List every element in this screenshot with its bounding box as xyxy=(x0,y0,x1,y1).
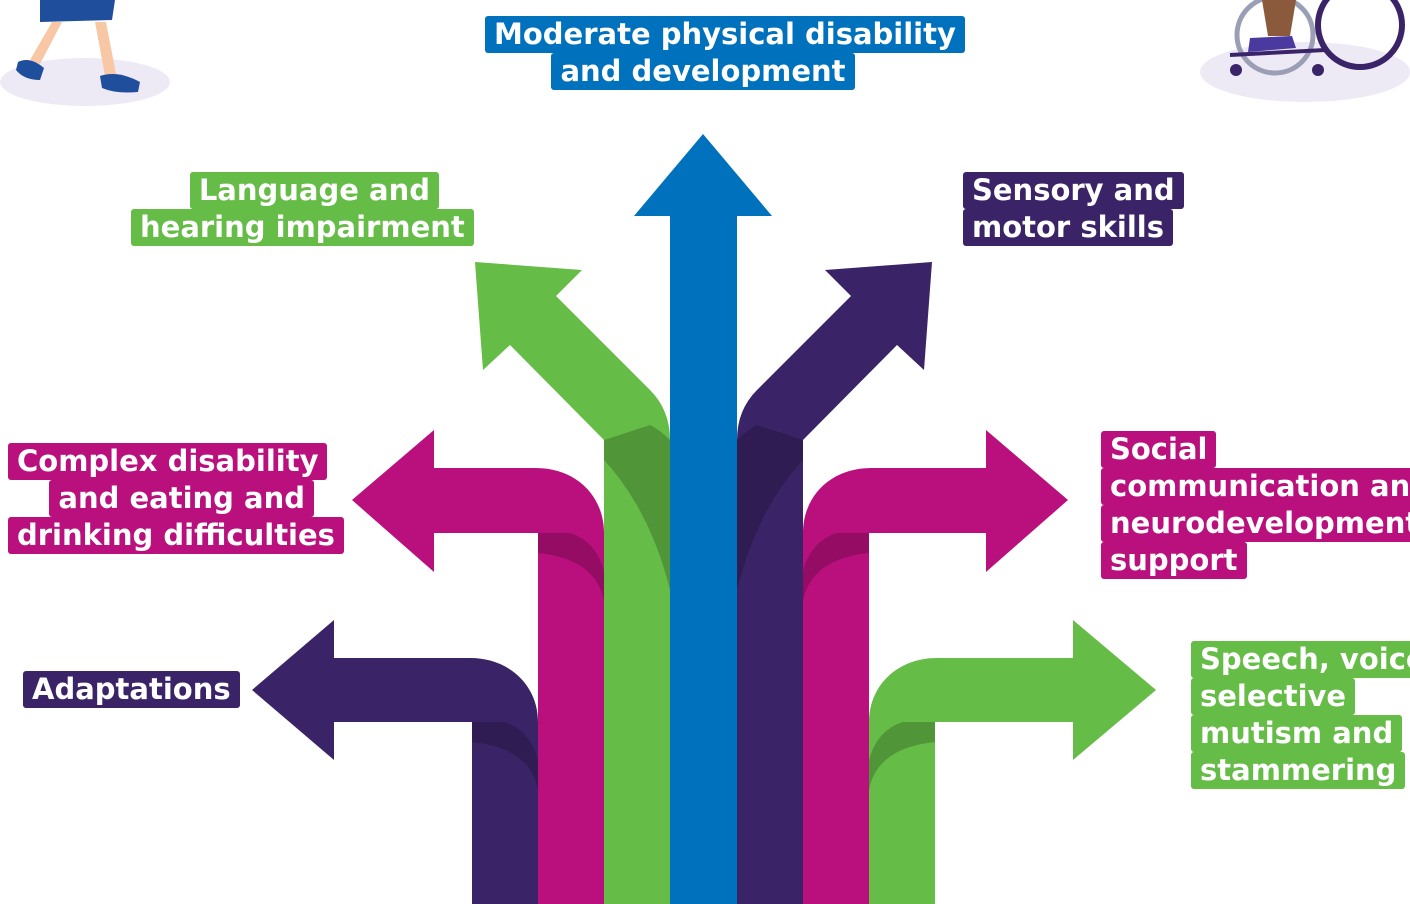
rear-caster xyxy=(1312,64,1324,76)
front-caster xyxy=(1230,64,1242,76)
arrow-shaft xyxy=(634,134,772,904)
left-shoe xyxy=(16,60,44,80)
arrow-fold-shadow xyxy=(538,533,604,601)
label-line: and development xyxy=(551,53,855,90)
footrest xyxy=(1229,48,1326,57)
label-line: neurodevelopment xyxy=(1101,505,1410,542)
label-line: Sensory and xyxy=(963,172,1184,209)
walking-child-illustration xyxy=(0,0,170,106)
large-wheel xyxy=(1315,0,1405,70)
shadow-ellipse xyxy=(1200,42,1410,102)
arrow-fold-shadow xyxy=(604,425,670,590)
label-line: and eating and xyxy=(49,480,314,517)
arrow-social-communication xyxy=(803,430,1068,904)
label-line: Language and xyxy=(189,172,439,209)
arrow-shaft xyxy=(252,620,538,904)
label-line: support xyxy=(1101,542,1247,579)
arrow-fold-shadow xyxy=(869,722,935,790)
label-line: motor skills xyxy=(963,209,1173,246)
label-line: Moderate physical disability xyxy=(485,16,965,53)
arrow-shaft xyxy=(803,430,1068,904)
arrow-shaft xyxy=(737,262,932,904)
leg xyxy=(1262,0,1296,36)
foot xyxy=(1248,36,1296,52)
left-leg xyxy=(30,22,62,64)
small-wheel xyxy=(1234,0,1316,76)
arrow-fold-shadow xyxy=(472,722,538,790)
arrow-language-hearing xyxy=(475,262,670,904)
arrow-speech-voice xyxy=(869,620,1156,904)
right-leg xyxy=(95,22,116,76)
label-line: drinking difficulties xyxy=(8,517,344,554)
arrow-shaft xyxy=(475,262,670,904)
arrow-adaptations xyxy=(252,620,538,904)
arrow-shaft xyxy=(352,430,604,904)
skirt xyxy=(40,0,115,22)
right-shoe xyxy=(100,74,140,93)
label-line: Social xyxy=(1101,431,1217,468)
label-line: stammering xyxy=(1191,752,1406,789)
label-line: hearing impairment xyxy=(131,209,474,246)
label-line: Complex disability xyxy=(8,443,328,480)
arrow-shaft xyxy=(869,620,1156,904)
label-line: mutism and xyxy=(1191,715,1403,752)
wheelchair-user-illustration xyxy=(1200,0,1410,102)
label-line: Adaptations xyxy=(23,671,240,708)
label-adaptations: Adaptations xyxy=(23,671,243,708)
label-line: communication and xyxy=(1101,468,1410,505)
arrow-fold-shadow xyxy=(737,425,803,590)
label-line: Speech, voice, xyxy=(1191,641,1410,678)
arrow-fold-shadow xyxy=(803,533,869,601)
arrow-sensory-motor xyxy=(737,262,932,904)
label-line: selective xyxy=(1191,678,1356,715)
arrow-moderate-physical xyxy=(634,134,772,904)
arrow-complex-disability xyxy=(352,430,604,904)
